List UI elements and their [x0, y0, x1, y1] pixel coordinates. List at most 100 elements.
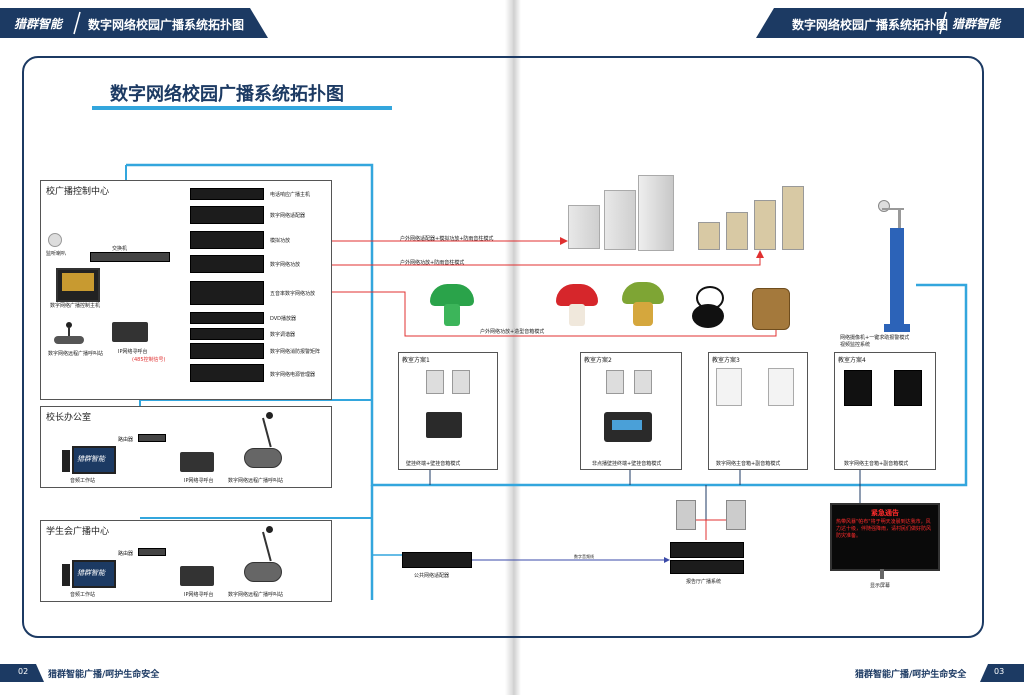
student-paging-icon — [180, 566, 214, 586]
rack-label-8: 数字网络消防报警矩阵 — [270, 349, 321, 355]
led-display: 紧急通告 热带风暴"帕布"将于明天凌晨到达我市，风力达十级，伴随强降雨，请村民们… — [830, 503, 940, 571]
outdoor-column2-label: 户外网络功放+防雨音柱模式 — [400, 260, 465, 266]
page-fold — [505, 0, 521, 695]
public-adapter-label: 公共网络适配器 — [414, 573, 450, 579]
auditorium-amp-device — [670, 560, 744, 574]
rack-label-5: 五音率数字网络功放 — [270, 291, 316, 297]
rack-unit-9 — [190, 364, 264, 382]
classroom-3-caption: 数字网络主音箱+副音箱模式 — [716, 461, 781, 467]
student-pc-icon: 猎群智能 — [72, 560, 116, 588]
auditorium-label: 报告厅广播系统 — [686, 579, 722, 585]
rack-unit-1 — [190, 188, 264, 200]
column-speaker-4-icon — [698, 222, 720, 250]
student-mic-label: 数字网络远程广播呼叫站 — [228, 592, 284, 598]
host-label: 数字网络广播控制主机 — [50, 303, 101, 309]
audio-line-label: 数字音频线 — [574, 554, 594, 559]
column-speaker-5-icon — [726, 212, 748, 250]
main-title: 数字网络校园广播系统拓扑图 — [92, 78, 392, 110]
footer-left-page: 02 — [0, 664, 44, 682]
principal-paging-label: IP网络寻呼台 — [184, 478, 214, 484]
principal-mic-label: 数字网络远程广播呼叫站 — [228, 478, 284, 484]
classroom-1-panel — [398, 352, 498, 470]
principal-office-title: 校长办公室 — [46, 413, 92, 423]
mushroom-yellow-speaker-icon — [622, 282, 664, 328]
mic-station-icon — [54, 322, 84, 344]
camera-pole-icon — [876, 200, 910, 340]
classroom-3-sub-speaker-icon — [768, 368, 794, 406]
principal-pc-label: 音频工作站 — [70, 478, 96, 484]
paging-console-icon — [112, 322, 148, 342]
footer-right-tab — [980, 664, 1024, 682]
monitor-speaker-label: 监听喇叭 — [46, 251, 67, 257]
public-adapter-device — [402, 552, 472, 568]
led-stand-icon — [880, 569, 884, 579]
column-speaker-3-icon — [638, 175, 674, 251]
paging-console-label: IP网络寻呼台 — [118, 349, 148, 355]
classroom-4-title: 教室方案4 — [838, 357, 866, 364]
student-mic-icon — [244, 526, 282, 584]
column-speaker-6-icon — [754, 200, 776, 250]
rack-unit-7 — [190, 328, 264, 340]
rack-unit-6 — [190, 312, 264, 324]
header-left-title: 数字网络校园广播系统拓扑图 — [88, 18, 245, 32]
rack-label-2: 数字网络适配器 — [270, 213, 306, 219]
rack-label-7: 数字调谐器 — [270, 332, 296, 338]
classroom-2-speaker-a-icon — [606, 370, 624, 394]
footer-left-page-number: 02 — [18, 667, 29, 676]
red-note: (485控制信号) — [132, 357, 166, 363]
footer-left-text: 猎群智能广播/呵护生命安全 — [48, 670, 160, 680]
led-caption: 显示屏幕 — [870, 583, 891, 589]
header-left-shape — [0, 8, 268, 38]
student-pc-label: 音频工作站 — [70, 592, 96, 598]
footer-right-text: 猎群智能广播/呵护生命安全 — [855, 670, 967, 680]
footer-right-page: 03 — [980, 664, 1024, 682]
classroom-2-speaker-b-icon — [634, 370, 652, 394]
principal-tower-icon — [62, 450, 70, 472]
student-router-label: 路由器 — [118, 551, 134, 557]
header-right-title: 数字网络校园广播系统拓扑图 — [792, 18, 949, 32]
student-union-title: 学生会广播中心 — [46, 527, 110, 537]
auditorium-speaker-right-icon — [726, 500, 746, 530]
outdoor-column2-line — [262, 256, 761, 266]
column-speaker-7-icon — [782, 186, 804, 250]
header-right-shape — [756, 8, 1024, 38]
mic-station-label: 数字网络远程广播呼叫站 — [48, 351, 104, 357]
classroom-1-speaker-b-icon — [452, 370, 470, 394]
rack-label-6: DVD播放器 — [270, 316, 297, 322]
auditorium-mixer-device — [670, 542, 744, 558]
classroom-1-speaker-a-icon — [426, 370, 444, 394]
main-title-underline — [92, 106, 392, 110]
rack-unit-5 — [190, 281, 264, 305]
diagram-frame — [22, 56, 984, 638]
outdoor-column-label: 户外网络适配器+模拟功放+防雨音柱模式 — [400, 236, 494, 242]
host-device — [56, 268, 100, 302]
monitor-speaker-icon — [48, 233, 62, 247]
header-right-logo: 猎群智能 — [952, 17, 1001, 31]
rack-unit-3 — [190, 231, 264, 249]
outdoor-garden-label: 户外网络功放+造型音箱模式 — [480, 329, 545, 335]
switch-device — [90, 252, 170, 262]
rack-unit-4 — [190, 255, 264, 273]
column-speaker-2-icon — [604, 190, 636, 250]
rack-label-1: 电话响应广播主机 — [270, 192, 311, 198]
rack-unit-8 — [190, 343, 264, 359]
rack-label-3: 模拟功放 — [270, 238, 291, 244]
classroom-2-panel — [580, 352, 682, 470]
classroom-3-title: 教室方案3 — [712, 357, 740, 364]
classroom-1-caption: 壁挂终端+壁挂音箱模式 — [406, 461, 461, 467]
student-paging-label: IP网络寻呼台 — [184, 592, 214, 598]
principal-mic-icon — [244, 412, 282, 470]
classroom-1-terminal-icon — [426, 412, 462, 438]
control-center-title: 校广播控制中心 — [46, 187, 110, 197]
switch-label: 交换机 — [112, 246, 128, 252]
classroom-3-main-speaker-icon — [716, 368, 742, 406]
student-router — [138, 548, 166, 556]
header-right-banner: 数字网络校园广播系统拓扑图 猎群智能 — [756, 8, 1024, 38]
classroom-1-title: 教室方案1 — [402, 357, 430, 364]
stump-speaker-icon — [752, 288, 790, 330]
outdoor-garden-line — [262, 291, 777, 337]
led-body: 热带风暴"帕布"将于明天凌晨到达我市，风力达十级，伴随强降雨，请村民们做好防风防… — [836, 519, 932, 539]
rack-label-9: 数字网络电源管理器 — [270, 372, 316, 378]
rack-unit-2 — [190, 206, 264, 224]
classroom-4-caption: 数字网络主音箱+副音箱模式 — [844, 461, 909, 467]
